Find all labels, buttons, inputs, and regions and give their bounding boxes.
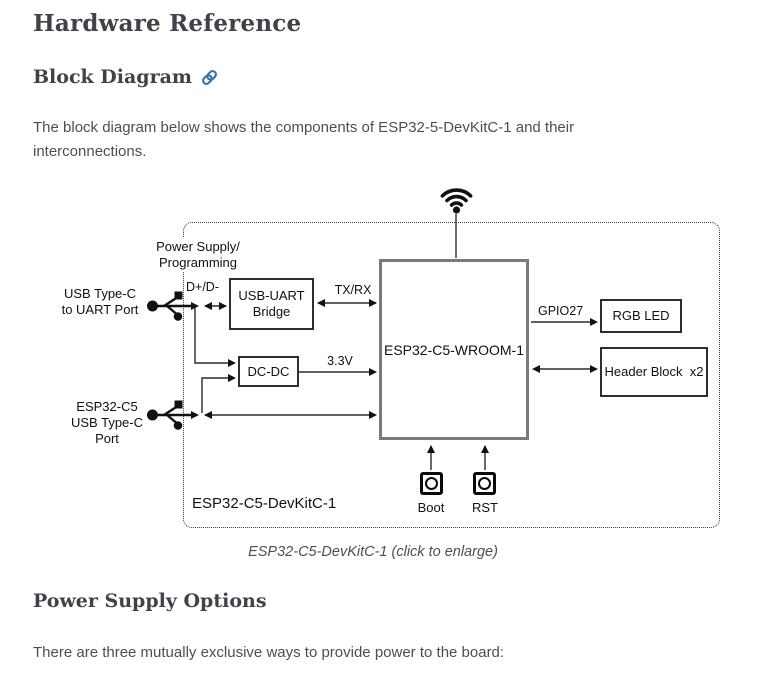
block-diagram-intro-text: The block diagram below shows the compon…: [33, 119, 575, 160]
power-supply-programming-label: Power Supply/ Programming: [146, 238, 250, 272]
boot-button-symbol: [420, 472, 443, 495]
txrx-signal-label: TX/RX: [334, 283, 372, 297]
devkit-board-label: ESP32-C5-DevKitC-1: [192, 495, 337, 512]
power-supply-intro-text: There are three mutually exclusive ways …: [33, 644, 505, 661]
rgb-led-block: RGB LED: [600, 299, 682, 333]
rst-button-symbol: [473, 472, 496, 495]
section-heading-power-supply: Power Supply Options: [33, 590, 267, 612]
power-supply-heading-text: Power Supply Options: [33, 590, 267, 612]
rgb-led-label: RGB LED: [612, 308, 670, 323]
usb-uart-port-label: USB Type-C to UART Port: [61, 286, 139, 317]
wroom-label: ESP32-C5-WROOM-1: [383, 341, 525, 358]
boot-button-dot: [425, 477, 438, 490]
header-block-label: Header Block x2: [604, 364, 704, 379]
usb-uart-bridge-label-1: USB-UART: [238, 288, 305, 303]
section-heading-block-diagram: Block Diagram: [33, 66, 218, 88]
v33-signal-label: 3.3V: [327, 354, 353, 368]
rst-button-dot: [478, 477, 491, 490]
usb-uart-bridge-block: USB-UART Bridge: [229, 278, 314, 330]
boot-button-label: Boot: [417, 500, 445, 515]
wifi-antenna-icon: [440, 188, 473, 207]
usb-uart-bridge-label-2: Bridge: [252, 304, 291, 319]
block-diagram-figure[interactable]: USB-UART Bridge DC-DC ESP32-C5-WROOM-1 R…: [0, 0, 771, 570]
figure-caption[interactable]: ESP32-C5-DevKitC-1 (click to enlarge): [248, 544, 498, 560]
block-diagram-heading-text: Block Diagram: [33, 66, 193, 88]
devkit-boundary-box: [183, 222, 720, 528]
rst-button-label: RST: [472, 500, 498, 515]
page-title: Hardware Reference: [33, 10, 302, 37]
headerlink-chain-icon[interactable]: [201, 69, 218, 86]
wroom-module-block: ESP32-C5-WROOM-1: [379, 259, 529, 440]
dcdc-block: DC-DC: [238, 356, 299, 387]
header-block: Header Block x2: [600, 347, 708, 397]
dcdc-label: DC-DC: [247, 363, 290, 379]
esp32c5-usb-port-label: ESP32-C5 USB Type-C Port: [70, 399, 143, 446]
gpio27-signal-label: GPIO27: [538, 304, 584, 318]
dpdm-signal-label: D+/D-: [186, 280, 219, 294]
